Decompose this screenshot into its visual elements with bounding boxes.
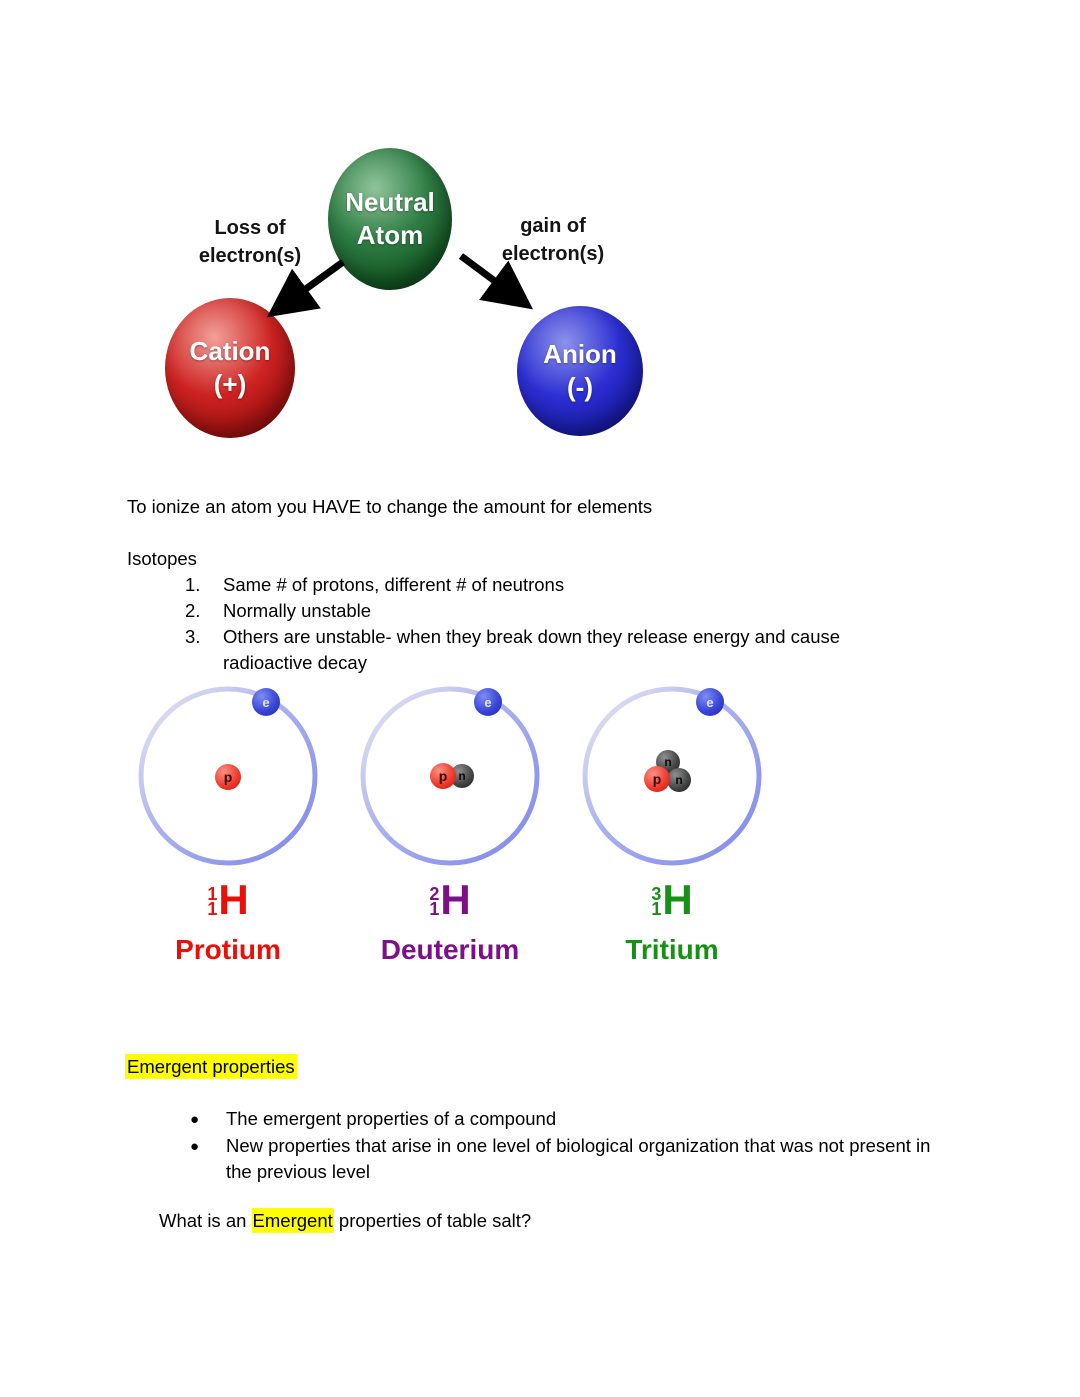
electron: e <box>474 688 502 716</box>
electron-orbit <box>582 686 762 866</box>
highlighted-word: Emergent <box>251 1208 334 1233</box>
emergent-bullet-list: ● The emergent properties of a compound … <box>190 1106 956 1185</box>
cation-charge-label: (+) <box>213 369 247 399</box>
neutral-atom-label-line1: Neutral <box>345 187 435 217</box>
electron-orbit <box>138 686 318 866</box>
arrow-to-anion <box>458 253 534 310</box>
list-number: 3. <box>185 626 201 647</box>
isotopes-numbered-list: 1. Same # of protons, different # of neu… <box>185 572 897 676</box>
loss-of-electrons-caption: Loss of electron(s) <box>198 217 302 267</box>
mass-number: 1 <box>207 883 218 904</box>
deuterium-atom-figure: e n p 2 1 H Deuterium <box>350 676 550 976</box>
gain-of-electrons-caption: gain of electron(s) <box>501 215 605 265</box>
isotopes-heading: Isotopes <box>127 548 197 569</box>
anion-charge-label: (-) <box>567 372 593 402</box>
ionize-note-line: To ionize an atom you HAVE to change the… <box>127 496 653 517</box>
atomic-number: 1 <box>651 898 662 919</box>
deuterium-symbol: 2 1 H <box>350 879 550 921</box>
ion-diagram: Neutral Atom Cation (+) Anion (-) Loss o… <box>0 0 1080 470</box>
tritium-symbol: 3 1 H <box>572 879 772 921</box>
atomic-number: 1 <box>429 898 440 919</box>
table-salt-question: What is an Emergent properties of table … <box>159 1208 532 1233</box>
list-text: Normally unstable <box>223 600 372 621</box>
list-item: ● New properties that arise in one level… <box>190 1133 956 1185</box>
electron: e <box>696 688 724 716</box>
neutron: n <box>667 768 691 792</box>
protium-atom-figure: e p 1 1 H Protium <box>128 676 328 976</box>
bullet-icon: ● <box>190 1138 200 1155</box>
arrow-to-cation <box>266 259 346 318</box>
proton: p <box>430 763 456 789</box>
list-item: 1. Same # of protons, different # of neu… <box>185 572 897 598</box>
tritium-atom-figure: e n n p 3 1 H Tritium <box>572 676 772 976</box>
list-item: 3. Others are unstable- when they break … <box>185 624 897 676</box>
protium-name: Protium <box>175 934 281 965</box>
proton: p <box>644 766 670 792</box>
electron-orbit <box>360 686 540 866</box>
list-text: Others are unstable- when they break dow… <box>223 626 841 673</box>
list-text: New properties that arise in one level o… <box>226 1135 931 1182</box>
ion-diagram-arrows <box>266 253 534 318</box>
mass-number: 3 <box>651 883 662 904</box>
neutral-atom-sphere: Neutral Atom <box>328 148 452 290</box>
cation-label: Cation <box>189 336 271 366</box>
list-number: 1. <box>185 574 201 595</box>
list-item: ● The emergent properties of a compound <box>190 1106 956 1133</box>
element-symbol: H <box>218 876 249 923</box>
proton: p <box>215 764 241 790</box>
tritium-name: Tritium <box>625 934 719 965</box>
list-text: Same # of protons, different # of neutro… <box>223 574 565 595</box>
mass-number: 2 <box>429 883 440 904</box>
element-symbol: H <box>662 876 693 923</box>
element-symbol: H <box>440 876 471 923</box>
anion-sphere: Anion (-) <box>517 306 643 436</box>
list-number: 2. <box>185 600 201 621</box>
emergent-properties-heading: Emergent properties <box>125 1054 297 1079</box>
deuterium-name: Deuterium <box>380 934 520 965</box>
bullet-icon: ● <box>190 1111 200 1128</box>
cation-sphere: Cation (+) <box>165 298 295 438</box>
neutral-atom-label-line2: Atom <box>356 220 424 250</box>
list-text: The emergent properties of a compound <box>226 1108 557 1129</box>
anion-label: Anion <box>543 339 617 369</box>
protium-symbol: 1 1 H <box>128 879 328 921</box>
atomic-number: 1 <box>207 898 218 919</box>
list-item: 2. Normally unstable <box>185 598 897 624</box>
electron: e <box>252 688 280 716</box>
